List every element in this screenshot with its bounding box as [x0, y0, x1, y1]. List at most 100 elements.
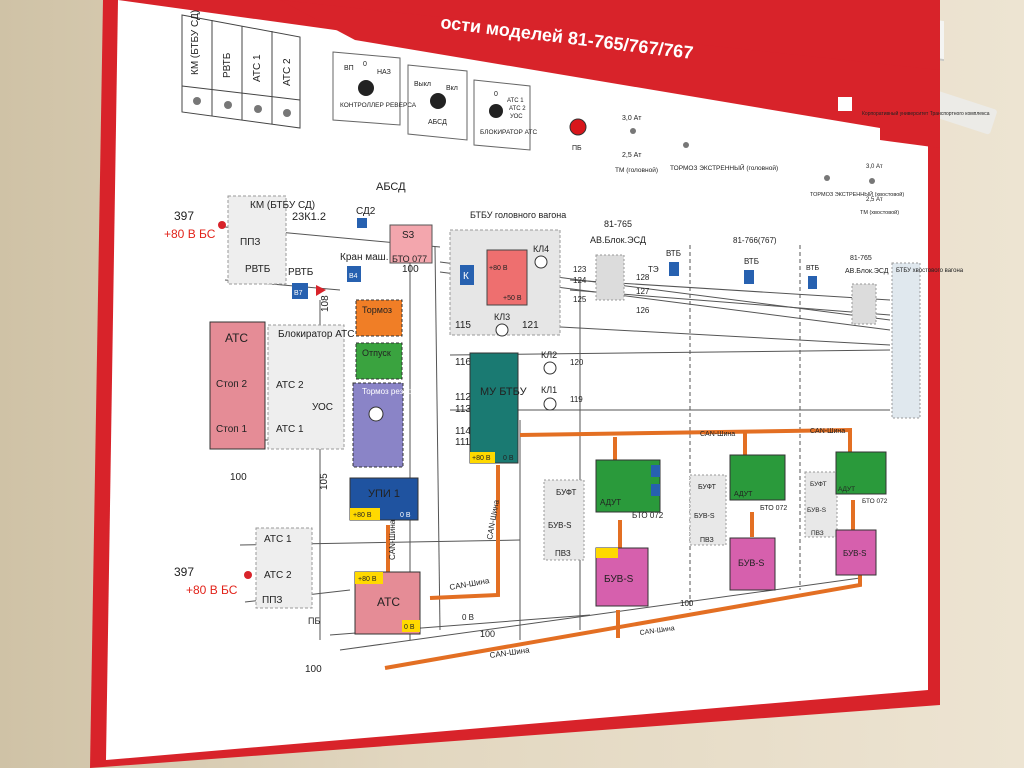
svg-text:Вкл: Вкл	[446, 85, 458, 92]
svg-text:КМ (БТБУ СД): КМ (БТБУ СД)	[250, 200, 315, 211]
svg-text:УПИ 1: УПИ 1	[368, 488, 400, 500]
svg-text:ПБ: ПБ	[308, 616, 320, 626]
svg-text:АДУТ: АДУТ	[838, 486, 855, 493]
b4-block	[347, 266, 361, 282]
svg-text:100: 100	[305, 664, 322, 675]
toggle-switch-ats2[interactable]	[283, 109, 291, 117]
input2-number: 397	[174, 565, 194, 579]
svg-text:23К1.2: 23К1.2	[292, 211, 326, 223]
brake-block	[355, 299, 403, 337]
svg-text:ТМ (головной): ТМ (головной)	[615, 166, 658, 174]
svg-text:ВТБ: ВТБ	[744, 257, 759, 266]
reverse-knob[interactable]	[358, 80, 374, 96]
svg-text:ВП: ВП	[344, 65, 354, 72]
svg-text:113: 113	[455, 404, 471, 415]
svg-text:Стоп 2: Стоп 2	[216, 379, 247, 390]
svg-text:0: 0	[494, 91, 498, 98]
k-block	[460, 265, 474, 285]
svg-text:Стоп 1: Стоп 1	[216, 424, 247, 435]
head-gauges: 3,0 Ат 2,5 Ат ТМ (головной) ТОРМОЗ ЭКСТР…	[615, 115, 904, 216]
svg-text:КЛ2: КЛ2	[541, 350, 557, 360]
svg-text:КЛ3: КЛ3	[494, 312, 510, 322]
toggle-label-ats2: АТС 2	[282, 58, 293, 86]
svg-text:ПВЗ: ПВЗ	[700, 537, 714, 544]
svg-text:2,5 Ат: 2,5 Ат	[622, 152, 642, 159]
pb-button[interactable]	[569, 118, 587, 136]
svg-text:РВТБ: РВТБ	[288, 267, 314, 278]
ats-blocker-panel: 0 АТС 1 АТС 2 УОС БЛОКИРАТОР АТС	[473, 79, 537, 151]
sd2-block	[357, 218, 367, 228]
svg-text:108: 108	[320, 295, 331, 312]
svg-text:БТО 077: БТО 077	[392, 254, 427, 264]
release-block	[355, 342, 403, 380]
svg-text:0: 0	[363, 61, 367, 68]
svg-text:0 В: 0 В	[462, 613, 474, 622]
pb-label: ПБ	[572, 145, 582, 152]
svg-text:БТО 072: БТО 072	[862, 498, 888, 505]
svg-text:АДУТ: АДУТ	[600, 498, 621, 507]
absd-knob[interactable]	[430, 93, 446, 109]
logo-text: Корпоративный университет Транспортного …	[862, 110, 990, 117]
diode	[316, 285, 326, 296]
svg-text:ТМ (хвостовой): ТМ (хвостовой)	[860, 209, 899, 216]
svg-text:+80 В: +80 В	[353, 512, 372, 519]
svg-text:БТБУ хвостового вагона: БТБУ хвостового вагона	[896, 268, 964, 274]
svg-text:Тормоз: Тормоз	[362, 305, 392, 315]
svg-text:АБСД: АБСД	[376, 181, 406, 193]
svg-text:CAN-Шина: CAN-Шина	[388, 519, 397, 560]
toggle-switch-rvtb[interactable]	[224, 101, 232, 109]
svg-text:ТОРМОЗ ЭКСТРЕННЫЙ (хвостовой): ТОРМОЗ ЭКСТРЕННЫЙ (хвостовой)	[810, 190, 904, 198]
svg-text:СД2: СД2	[356, 206, 376, 217]
svg-text:+80 В: +80 В	[472, 455, 491, 462]
svg-text:0 В: 0 В	[400, 512, 411, 519]
svg-text:2,5 Ат: 2,5 Ат	[866, 197, 883, 203]
svg-text:БТО 072: БТО 072	[632, 511, 664, 520]
svg-text:S3: S3	[402, 230, 415, 241]
svg-text:НАЗ: НАЗ	[377, 69, 391, 76]
tm-toggle[interactable]	[630, 128, 636, 134]
svg-text:АДУТ: АДУТ	[734, 491, 753, 498]
tail-tm-toggle[interactable]	[869, 178, 875, 184]
svg-text:+80 В: +80 В	[489, 265, 508, 272]
svg-text:АТС 2: АТС 2	[509, 106, 526, 112]
emergency-toggle[interactable]	[683, 142, 689, 148]
svg-text:125: 125	[573, 295, 587, 304]
svg-text:100: 100	[230, 472, 247, 483]
svg-text:К: К	[463, 271, 469, 282]
reserve-brake-block	[352, 382, 404, 468]
svg-text:ВТБ: ВТБ	[806, 265, 819, 272]
av-blok-esd-3	[851, 283, 877, 325]
svg-text:УОС: УОС	[312, 402, 333, 413]
toggle-table: КМ (БТБУ СД) РВТБ АТС 1 АТС 2	[181, 10, 301, 129]
svg-text:АТС 1: АТС 1	[264, 534, 292, 545]
svg-text:81-765: 81-765	[850, 255, 872, 262]
tail-emergency-toggle[interactable]	[824, 175, 830, 181]
svg-text:3,0 Ат: 3,0 Ат	[866, 164, 883, 170]
input2-power: +80 В БС	[186, 583, 238, 597]
svg-text:АБСД: АБСД	[428, 119, 447, 126]
svg-text:B7: B7	[294, 290, 303, 297]
svg-text:БУВ-S: БУВ-S	[604, 574, 634, 585]
svg-text:+80 В: +80 В	[358, 576, 377, 583]
svg-text:81-766(767): 81-766(767)	[733, 236, 777, 245]
svg-text:БУФТ: БУФТ	[810, 481, 827, 488]
toggle-switch-ats1[interactable]	[254, 105, 262, 113]
svg-text:115: 115	[455, 320, 471, 331]
svg-text:CAN-Шина: CAN-Шина	[639, 625, 675, 637]
car-module-2: БУФТ БУВ-S ПВЗ АДУТ БТО 072 БУВ-S	[689, 454, 787, 591]
toggle-label-rvtb: РВТБ	[222, 52, 233, 78]
svg-text:АТС 2: АТС 2	[276, 380, 304, 391]
toggle-switch-km[interactable]	[193, 97, 201, 105]
svg-text:128: 128	[636, 273, 650, 282]
svg-text:Кран маш.: Кран маш.	[340, 252, 389, 263]
blocker-knob[interactable]	[489, 104, 503, 118]
svg-text:БТО 072: БТО 072	[760, 505, 787, 512]
svg-text:124: 124	[573, 276, 587, 285]
car-module-3: БУФТ БУВ-S ПВЗ АДУТ БТО 072 БУВ-S	[804, 451, 888, 576]
svg-text:+50 В: +50 В	[503, 295, 522, 302]
reverse-caption: КОНТРОЛЛЕР РЕВЕРСА	[340, 102, 417, 109]
svg-text:БЛОКИРАТОР АТС: БЛОКИРАТОР АТС	[480, 129, 537, 136]
svg-text:116: 116	[455, 357, 471, 368]
input2-node	[244, 571, 252, 579]
